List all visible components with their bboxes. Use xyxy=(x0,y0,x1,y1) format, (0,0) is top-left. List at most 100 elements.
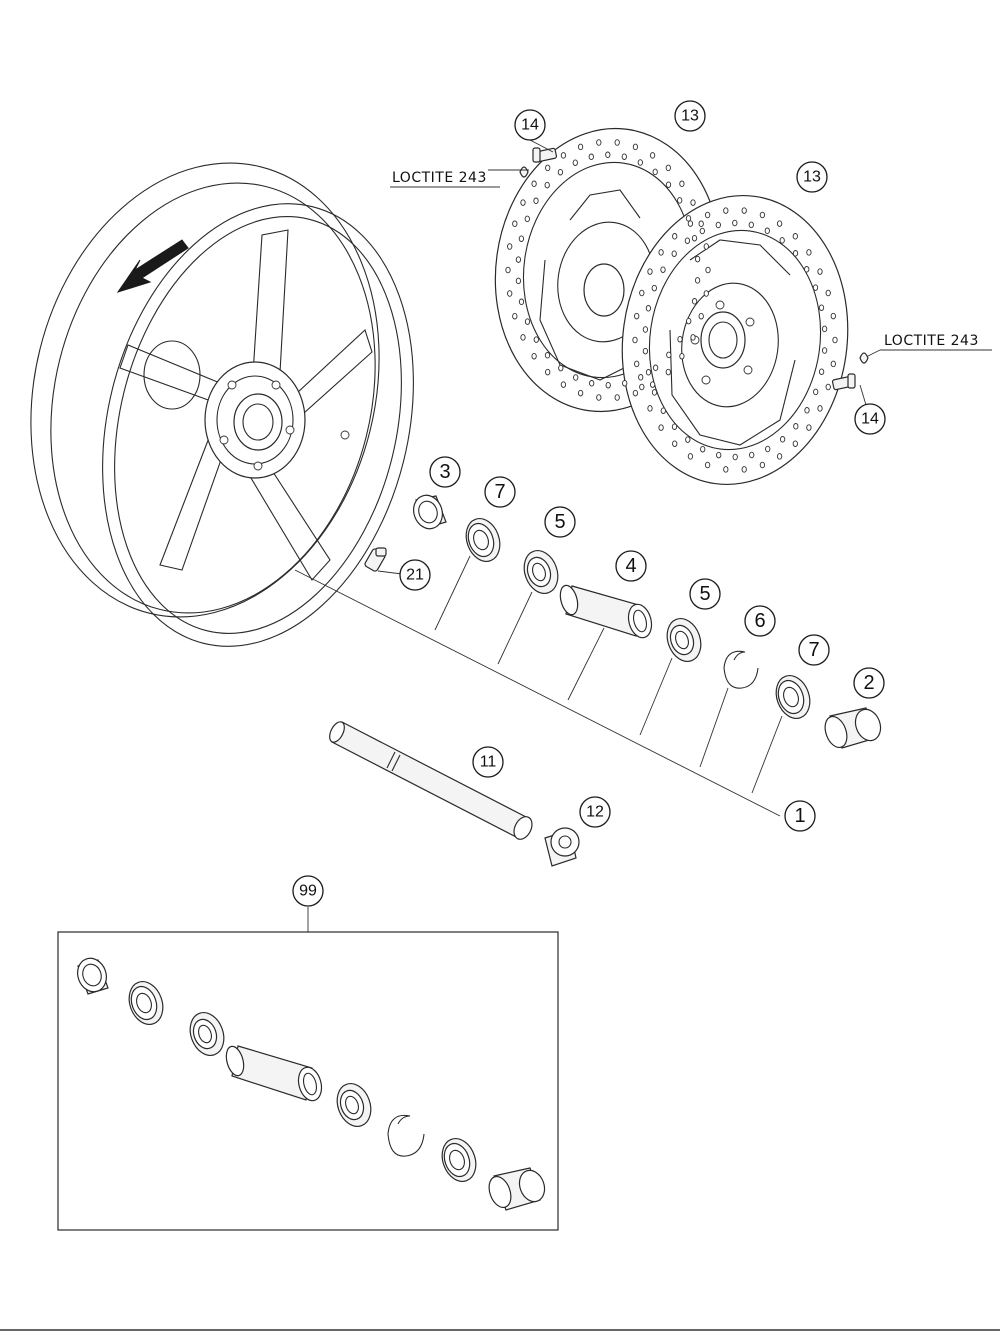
disc-perforation-hole xyxy=(748,221,754,229)
disc-perforation-hole xyxy=(577,389,584,397)
disc-perforation-hole xyxy=(560,381,567,388)
disc-perforation-hole xyxy=(677,197,683,204)
disc-perforation-hole xyxy=(732,453,738,461)
disc-perforation-hole xyxy=(614,394,620,401)
disc-perforation-hole xyxy=(544,352,551,359)
bearing-kit-99 xyxy=(57,931,559,1231)
disc-perforation-hole xyxy=(642,326,649,333)
disc-perforation-hole xyxy=(679,180,685,188)
spacer-2 xyxy=(824,707,882,749)
disc-perforation-hole xyxy=(645,369,652,376)
disc-perforation-hole xyxy=(533,197,539,205)
disc-perforation-hole xyxy=(589,380,595,387)
disc-perforation-hole xyxy=(647,268,653,275)
disc-perforation-hole xyxy=(652,364,659,372)
disc-perforation-hole xyxy=(700,445,706,453)
disc-perforation-hole xyxy=(577,143,584,151)
disc-perforation-hole xyxy=(779,436,786,443)
disc-perforation-hole xyxy=(507,243,513,250)
callout-21-label: 21 xyxy=(406,567,424,584)
disc-perforation-hole xyxy=(759,461,766,469)
disc-perforation-hole xyxy=(572,159,578,166)
callout-5-left-label: 5 xyxy=(554,511,565,533)
disc-perforation-hole xyxy=(524,318,531,325)
disc-perforation-hole xyxy=(558,364,564,372)
loctite-label-right: LOCTITE 243 xyxy=(880,333,992,351)
disc-perforation-hole xyxy=(690,199,696,206)
callout-2: 2 xyxy=(853,667,885,699)
loctite-text-right: LOCTITE 243 xyxy=(884,333,979,349)
disc-perforation-hole xyxy=(545,368,551,376)
disc-perforation-hole xyxy=(825,383,831,391)
disc-perforation-hole xyxy=(779,237,785,244)
disc-perforation-hole xyxy=(679,352,685,360)
disc-perforation-hole xyxy=(672,233,678,240)
disc-perforation-hole xyxy=(806,249,812,256)
disc-perforation-hole xyxy=(793,423,799,430)
disc-perforation-hole xyxy=(560,152,567,159)
disc-bolt-right xyxy=(831,352,869,391)
disc-perforation-hole xyxy=(741,466,747,473)
disc-perforation-hole xyxy=(723,207,729,214)
disc-perforation-hole xyxy=(671,250,677,257)
callout-13-top-label: 13 xyxy=(681,108,699,125)
disc-perforation-hole xyxy=(715,221,721,229)
disc-perforation-hole xyxy=(651,284,657,292)
valve-part xyxy=(364,547,387,572)
callout-11-label: 11 xyxy=(480,754,497,771)
leader-lines xyxy=(294,139,881,932)
disc-perforation-hole xyxy=(658,424,664,431)
kit-box xyxy=(57,931,559,1231)
disc-perforation-hole xyxy=(632,336,638,344)
callout-14-right: 14 xyxy=(854,403,886,435)
disc-perforation-hole xyxy=(665,164,671,172)
rotation-arrow-icon xyxy=(116,239,189,293)
callout-13-top: 13 xyxy=(674,100,706,132)
disc-perforation-hole xyxy=(704,211,711,219)
disc-perforation-hole xyxy=(518,298,525,306)
disc-perforation-hole xyxy=(685,215,692,222)
disc-perforation-hole xyxy=(507,290,513,297)
disc-bolt-top xyxy=(519,147,558,178)
disc-perforation-hole xyxy=(684,237,691,244)
disc-perforation-hole xyxy=(690,334,696,341)
disc-perforation-hole xyxy=(671,423,678,430)
disc-perforation-hole xyxy=(703,243,709,250)
spacer-3 xyxy=(413,494,447,530)
disc-perforation-hole xyxy=(821,325,828,333)
callout-1-label: 1 xyxy=(794,805,805,827)
callout-99-label: 99 xyxy=(299,883,317,900)
disc-perforation-hole xyxy=(699,227,705,235)
callout-6-label: 6 xyxy=(754,610,765,632)
disc-perforation-hole xyxy=(531,352,537,360)
disc-perforation-hole xyxy=(649,381,656,388)
disc-perforation-hole xyxy=(792,250,799,257)
front-wheel xyxy=(30,162,414,647)
loctite-label-top: LOCTITE 243 xyxy=(390,170,500,188)
callout-2-label: 2 xyxy=(863,672,874,694)
disc-perforation-hole xyxy=(723,466,729,473)
disc-perforation-hole xyxy=(520,199,526,206)
disc-perforation-hole xyxy=(677,335,683,343)
callout-99: 99 xyxy=(292,875,324,907)
callout-12: 12 xyxy=(579,796,611,828)
disc-perforation-hole xyxy=(518,235,525,242)
disc-perforation-hole xyxy=(691,298,698,305)
disc-perforation-hole xyxy=(704,461,711,469)
disc-perforation-hole xyxy=(806,424,812,431)
disc-perforation-hole xyxy=(686,317,692,325)
disc-perforation-hole xyxy=(596,394,602,401)
disc-perforation-hole xyxy=(698,220,704,228)
disc-perforation-hole xyxy=(622,379,628,387)
callout-5-right-label: 5 xyxy=(699,583,710,605)
disc-perforation-hole xyxy=(821,347,828,354)
disc-perforation-hole xyxy=(512,220,518,228)
disc-perforation-hole xyxy=(741,207,747,214)
disc-perforation-hole xyxy=(817,268,823,275)
callout-14-right-label: 14 xyxy=(861,411,879,428)
disc-perforation-hole xyxy=(694,277,701,284)
disc-perforation-hole xyxy=(759,211,766,219)
seal-7-right xyxy=(775,675,811,719)
disc-perforation-hole xyxy=(531,180,537,188)
